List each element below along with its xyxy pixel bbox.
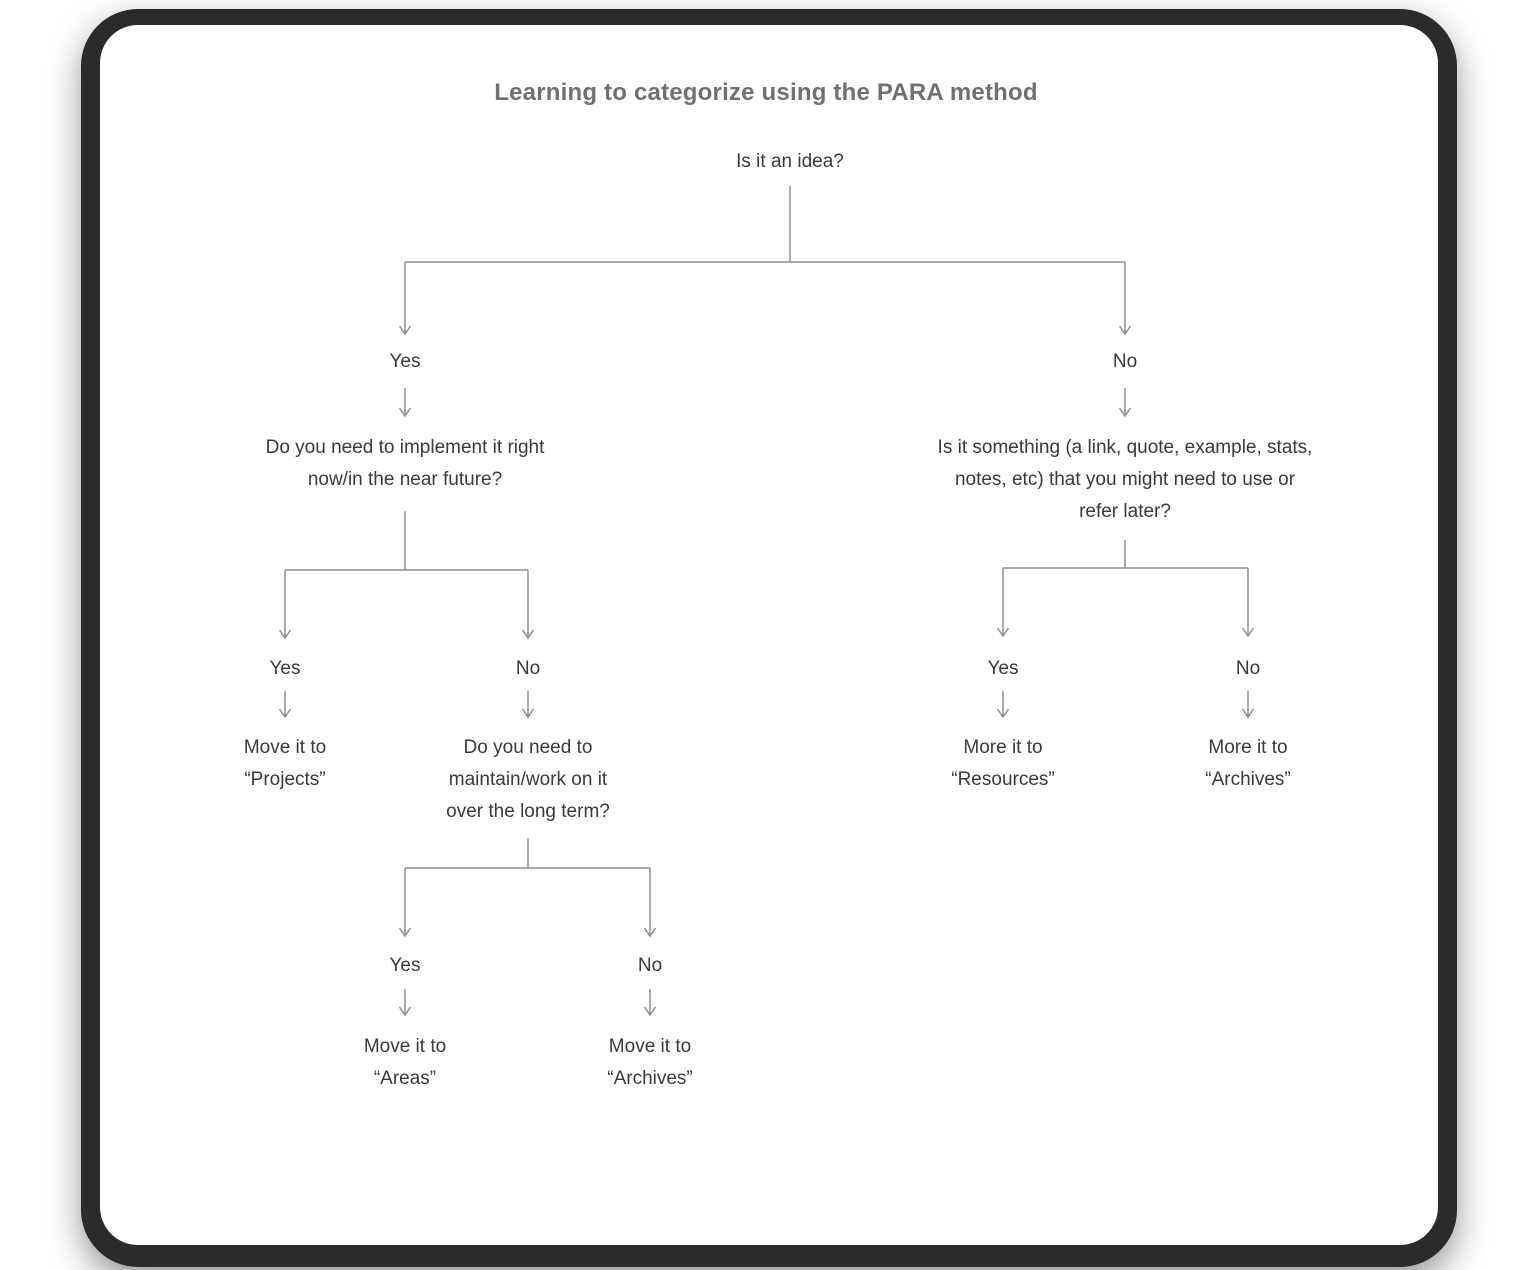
leaf-archives-left-line2: “Archives” [607,1068,693,1089]
label-yes-2: Yes [269,658,301,679]
node-leaf-projects: Move it to “Projects” [244,732,326,796]
node-question-maintain: Do you need to maintain/work on it over … [446,732,610,828]
node-leaf-archives-left: Move it to “Archives” [607,1031,693,1095]
node-root-question: Is it an idea? [736,151,844,172]
leaf-resources-line2: “Resources” [951,769,1055,790]
flowchart-card [100,25,1438,1245]
question-maintain-line1: Do you need to [463,737,593,758]
connector-left-split [285,511,528,571]
leaf-archives-left-line1: Move it to [608,1036,692,1057]
page-title: Learning to categorize using the PARA me… [494,79,1038,106]
question-implement-line1: Do you need to implement it right [265,437,545,458]
question-refer-line1: Is it something (a link, quote, example,… [937,437,1313,458]
leaf-archives-right-line2: “Archives” [1205,769,1291,790]
label-no-1: No [1112,351,1138,372]
label-yes-1: Yes [389,351,421,372]
leaf-resources-line1: More it to [963,737,1043,758]
question-refer-line2: notes, etc) that you might need to use o… [954,469,1296,490]
label-yes-3: Yes [389,955,421,976]
node-leaf-areas: Move it to “Areas” [364,1031,446,1095]
node-leaf-archives-right: More it to “Archives” [1205,732,1291,796]
leaf-archives-right-line1: More it to [1208,737,1288,758]
node-question-implement: Do you need to implement it right now/in… [266,432,545,496]
label-yes-4: Yes [987,658,1019,679]
label-no-3: No [637,955,663,976]
connector-right-split [1003,540,1248,569]
node-question-refer: Is it something (a link, quote, example,… [938,432,1313,528]
leaf-projects-line1: Move it to [243,737,327,758]
connector-root-split [405,186,1125,263]
connector-maintain-split [405,838,650,869]
question-maintain-line3: over the long term? [446,801,610,822]
label-no-4: No [1235,658,1261,679]
leaf-areas-line1: Move it to [363,1036,447,1057]
question-refer-line3: refer later? [1079,501,1171,522]
question-maintain-line2: maintain/work on it [448,769,608,790]
label-no-2: No [515,658,541,679]
leaf-areas-line2: “Areas” [373,1068,437,1089]
node-leaf-resources: More it to “Resources” [951,732,1054,796]
question-implement-line2: now/in the near future? [307,469,503,490]
leaf-projects-line2: “Projects” [244,769,326,790]
